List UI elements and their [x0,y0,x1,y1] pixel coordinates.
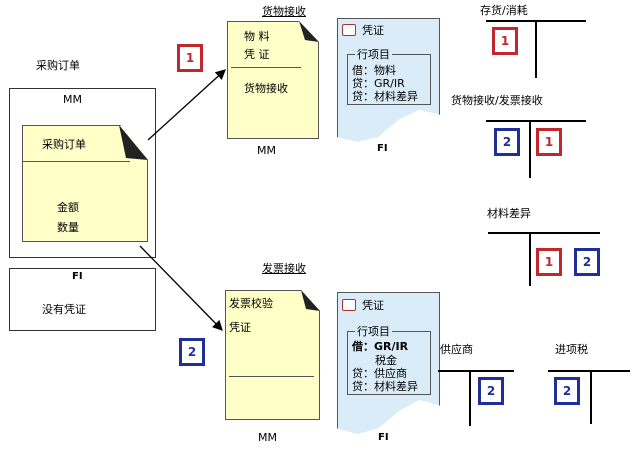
invoice-receipt-title: 发票接收 [262,262,306,275]
step-2-badge: 2 [179,338,205,366]
gr-fi-label: FI [377,143,388,154]
t-account-price-diff-hline [488,232,600,234]
po-note-title: 采购订单 [42,138,86,151]
t-account-grir-right-1: 1 [536,128,562,156]
ir-note-fold [301,290,320,311]
gr-doc-row-2: 贷：GR/IR [352,77,405,90]
goods-receipt-title: 货物接收 [262,5,306,18]
gr-doc-row-1: 借：物料 [352,64,396,77]
po-note-fold [119,125,148,160]
t-account-vendor-right-1: 2 [478,377,504,405]
arrow-to-invoice-receipt [139,245,223,331]
po-fi-label: FI [72,271,83,282]
t-account-inventory-vline [535,20,537,78]
po-quantity: 数量 [57,221,79,234]
gr-mm-label: MM [257,144,276,157]
po-note-divider [22,161,130,162]
t-account-grir-vline [529,120,531,178]
t-account-price-diff-vline [529,232,531,286]
t-account-price-diff-right-1: 1 [536,248,562,276]
t-account-grir-title: 货物接收/发票接收 [451,94,543,107]
purchase-order-title: 采购订单 [36,59,80,72]
ir-doc-row-2: 税金 [375,354,397,367]
t-account-input-tax-left-1: 2 [554,377,580,405]
ir-doc-icon [342,299,356,311]
t-account-vendor-hline [438,370,514,372]
po-no-voucher: 没有凭证 [42,303,86,316]
ir-fi-label: FI [378,432,389,443]
t-account-vendor-title: 供应商 [440,343,473,356]
t-account-input-tax-title: 进项税 [555,343,588,356]
gr-doc-icon [342,24,356,36]
ir-doc-row-4: 贷：材料差异 [352,380,418,393]
gr-note-fold [299,21,319,42]
gr-doc-box-title: 行项目 [355,48,392,61]
po-amount: 金额 [57,201,79,214]
po-mm-label: MM [63,93,82,106]
gr-doc-header: 凭证 [362,24,384,37]
ir-doc-row-3: 贷：供应商 [352,367,407,380]
t-account-grir-left-1: 2 [494,128,520,156]
ir-doc-row-1: 借：GR/IR [352,340,409,353]
t-account-vendor-vline [469,370,471,426]
t-account-grir-hline [486,120,586,122]
ir-note-divider [229,376,314,377]
t-account-inventory-left-1: 1 [492,27,518,55]
t-account-input-tax-hline [548,370,630,372]
arrow-to-goods-receipt [147,69,226,141]
ir-doc-box-title: 行项目 [355,325,392,338]
ir-note [225,290,320,420]
gr-doc-row-3: 贷：材料差异 [352,90,418,103]
gr-note [227,21,319,139]
gr-note-body: 货物接收 [244,82,288,95]
t-account-input-tax-vline [590,370,592,424]
ir-note-line2: 凭证 [229,321,251,334]
t-account-inventory-title: 存货/消耗 [480,4,528,17]
ir-mm-label: MM [258,431,277,444]
gr-note-line1: 物 料 [244,30,270,43]
ir-note-line1: 发票校验 [229,297,273,310]
fi-po-frame [9,268,156,331]
t-account-price-diff-title: 材料差异 [487,207,531,220]
gr-note-divider [231,67,301,68]
gr-fi-doc [337,18,440,142]
ir-doc-header: 凭证 [362,299,384,312]
t-account-price-diff-right-2: 2 [574,248,600,276]
step-1-badge: 1 [177,44,203,72]
gr-note-line2: 凭 证 [244,48,270,61]
